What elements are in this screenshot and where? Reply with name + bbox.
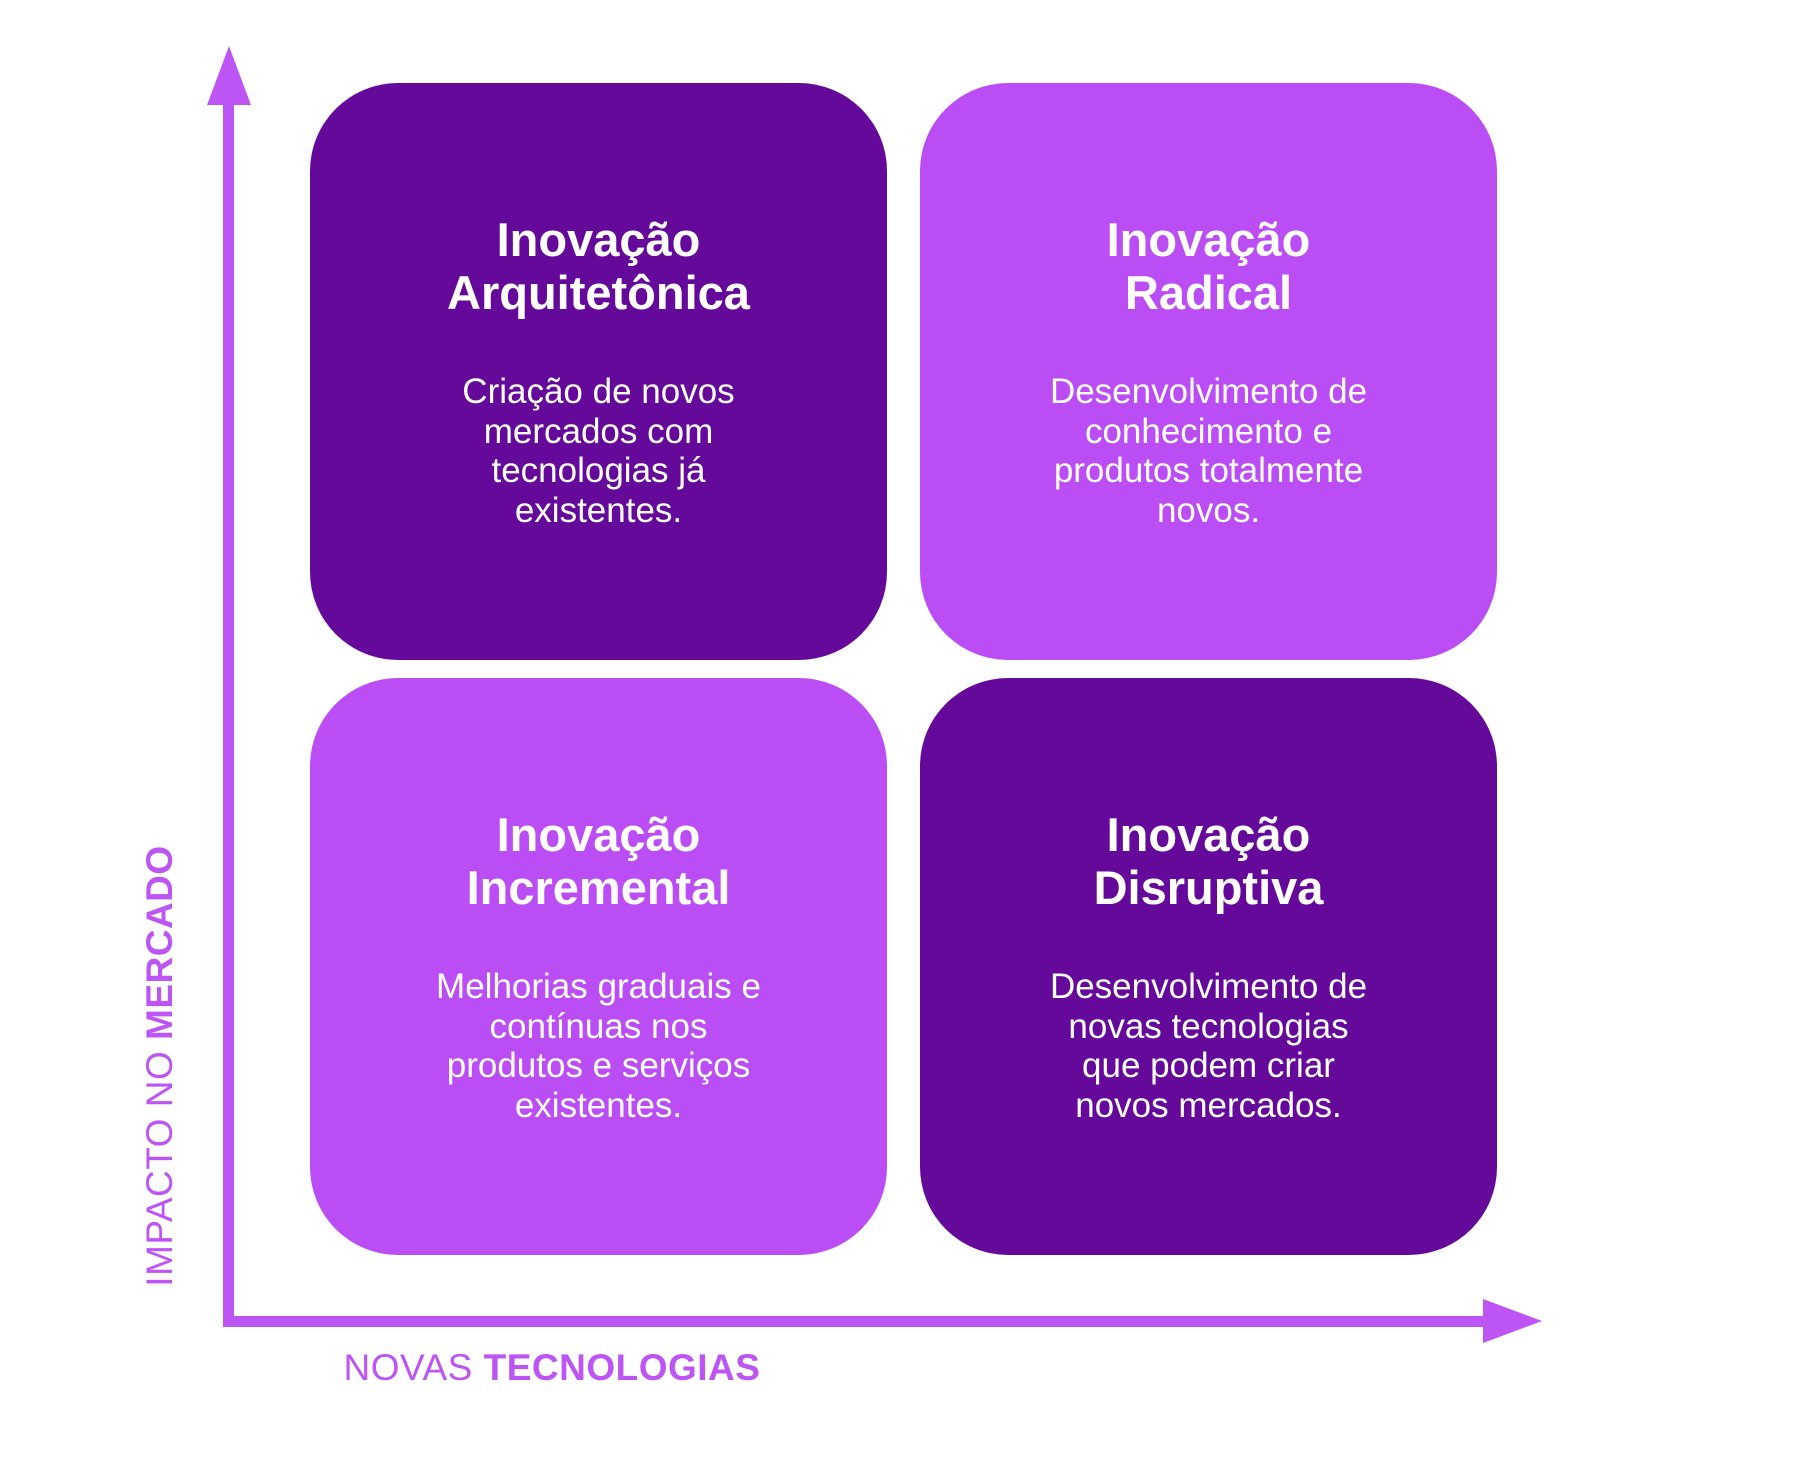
y-axis-label-prefix: IMPACTO NO bbox=[139, 1039, 180, 1287]
quadrant-title: Inovação Incremental bbox=[466, 807, 731, 915]
quadrant-description: Melhorias graduais e contínuas nos produ… bbox=[436, 966, 761, 1125]
x-axis-label: NOVAS TECNOLOGIAS bbox=[344, 1347, 761, 1389]
quadrant-title: Inovação Arquitetônica bbox=[447, 212, 750, 320]
y-axis-label: IMPACTO NO MERCADO bbox=[139, 845, 181, 1286]
quadrant-description: Criação de novos mercados com tecnologia… bbox=[462, 371, 735, 530]
x-axis-label-emphasis: TECNOLOGIAS bbox=[483, 1347, 761, 1388]
quadrant-description: Desenvolvimento de novas tecnologias que… bbox=[1049, 966, 1368, 1125]
quadrant-title: Inovação Disruptiva bbox=[1093, 807, 1324, 915]
quadrant-inovacao-incremental: Inovação Incremental Melhorias graduais … bbox=[310, 678, 887, 1255]
x-axis-arrowhead-icon bbox=[1483, 1299, 1542, 1343]
quadrant-inovacao-radical: Inovação Radical Desenvolvimento de conh… bbox=[920, 83, 1497, 660]
y-axis-label-emphasis: MERCADO bbox=[139, 845, 180, 1040]
quadrant-title: Inovação Radical bbox=[1106, 212, 1311, 320]
x-axis-label-prefix: NOVAS bbox=[343, 1347, 484, 1388]
y-axis-line bbox=[223, 96, 234, 1327]
quadrant-description: Desenvolvimento de conhecimento e produt… bbox=[1049, 371, 1368, 530]
y-axis-arrowhead-icon bbox=[207, 46, 251, 105]
x-axis-line bbox=[223, 1316, 1486, 1327]
quadrant-inovacao-arquitetonica: Inovação Arquitetônica Criação de novos … bbox=[310, 83, 887, 660]
quadrant-inovacao-disruptiva: Inovação Disruptiva Desenvolvimento de n… bbox=[920, 678, 1497, 1255]
